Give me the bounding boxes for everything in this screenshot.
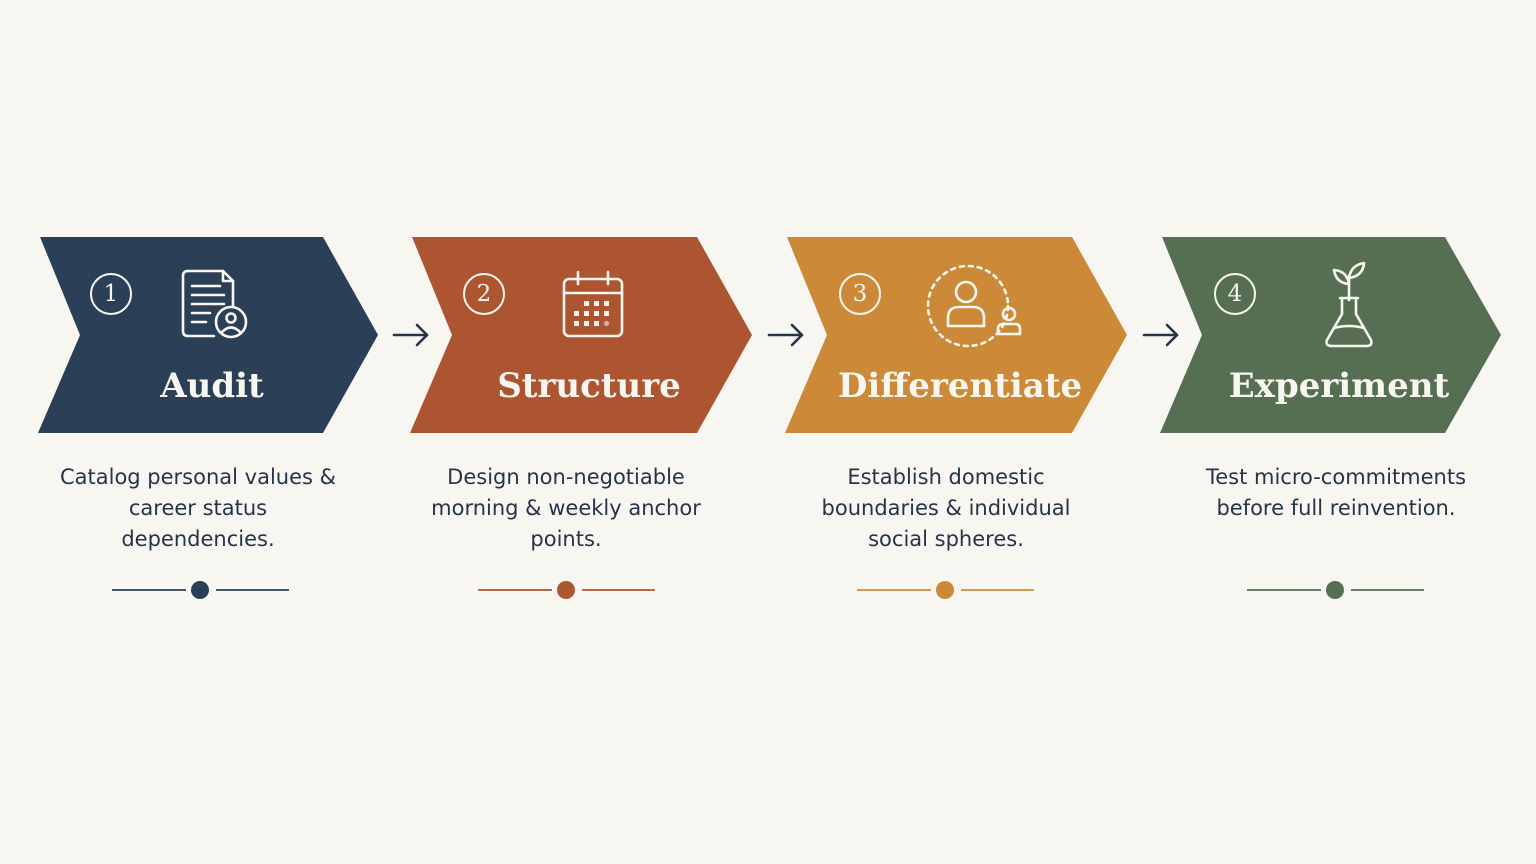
step-title: Experiment [1228, 366, 1450, 406]
step-number-badge: 1 [90, 273, 132, 315]
step-description: Design non-negotiable morning & weekly a… [431, 465, 701, 551]
step-description: Establish domestic boundaries & individu… [821, 465, 1071, 551]
step-marker [1247, 581, 1424, 599]
arrow-right-icon [392, 323, 429, 347]
marker-dot [936, 581, 954, 599]
step-title: Structure [497, 366, 681, 406]
step-marker [857, 581, 1034, 599]
step-number-badge: 4 [1214, 273, 1256, 315]
step-marker [478, 581, 655, 599]
person-boundary-icon [926, 264, 1022, 348]
arrow-right-icon [767, 323, 804, 347]
step-marker [112, 581, 289, 599]
step-title: Differentiate [837, 366, 1083, 406]
step-title: Audit [160, 366, 264, 406]
arrow-right-icon [1142, 323, 1179, 347]
calendar-icon [562, 270, 624, 338]
step-number-badge: 2 [463, 273, 505, 315]
marker-dot [1326, 581, 1344, 599]
step-number-badge: 3 [839, 273, 881, 315]
step-description: Catalog personal values & career status … [59, 465, 337, 551]
marker-dot [557, 581, 575, 599]
document-person-icon [181, 269, 248, 339]
marker-dot [191, 581, 209, 599]
step-description: Test micro-commitments before full reinv… [1205, 465, 1467, 520]
flask-sprout-icon [1325, 261, 1373, 348]
